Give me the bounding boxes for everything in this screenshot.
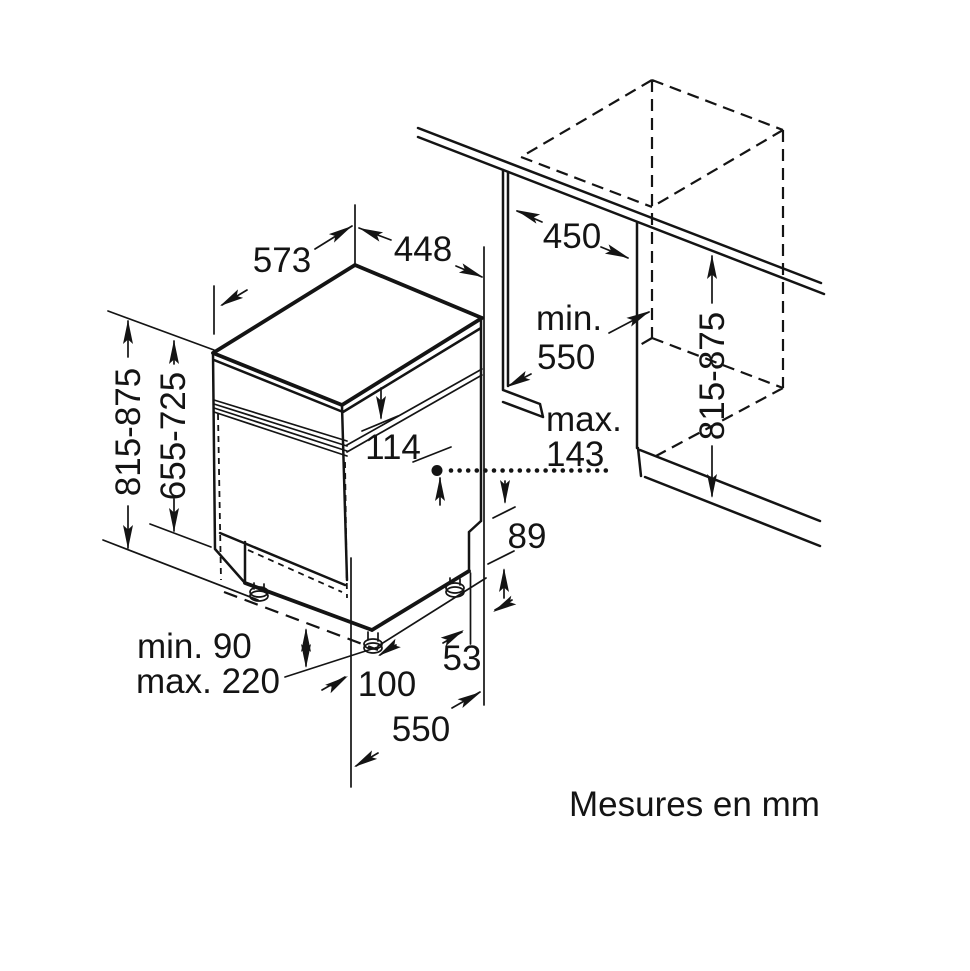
hose-dotted-line [431, 465, 609, 476]
door-stripes [213, 368, 483, 457]
dimension-arrowheads [123, 210, 717, 767]
dishwasher-body [211, 263, 484, 654]
dim-foot-depth: 100 [358, 665, 416, 704]
furniture-door-dashed [217, 413, 348, 599]
dim-foot-offset: 53 [443, 639, 482, 678]
dim-rear-step: 89 [508, 517, 547, 556]
dim-control-panel-height: 114 [365, 428, 421, 467]
dim-total-height: 815-875 [109, 368, 148, 496]
dim-niche-height: 815-875 [693, 312, 732, 440]
dim-plinth-max: max. 220 [136, 662, 280, 701]
dim-top-depth: 573 [253, 241, 311, 280]
dim-niche-depth-value: 550 [537, 338, 595, 377]
dim-hose-value: 143 [546, 435, 604, 474]
worktop-lines [416, 126, 826, 296]
niche-dashed-box [520, 78, 785, 457]
dimension-labels: 573 448 450 min. 550 max. 143 114 89 53 … [109, 217, 820, 824]
dim-top-width: 448 [394, 230, 452, 269]
extension-lines [102, 204, 516, 788]
dim-door-height: 655-725 [154, 372, 193, 500]
dim-plinth-min: min. 90 [137, 627, 252, 666]
plinth-dashed-line [223, 590, 379, 652]
dim-hose-max: max. [546, 400, 622, 439]
dim-niche-depth-min: min. [536, 299, 602, 338]
units-caption: Mesures en mm [569, 785, 820, 824]
dim-panel-width: 450 [543, 217, 601, 256]
side-panel [501, 168, 822, 548]
dim-base-depth: 550 [392, 710, 450, 749]
